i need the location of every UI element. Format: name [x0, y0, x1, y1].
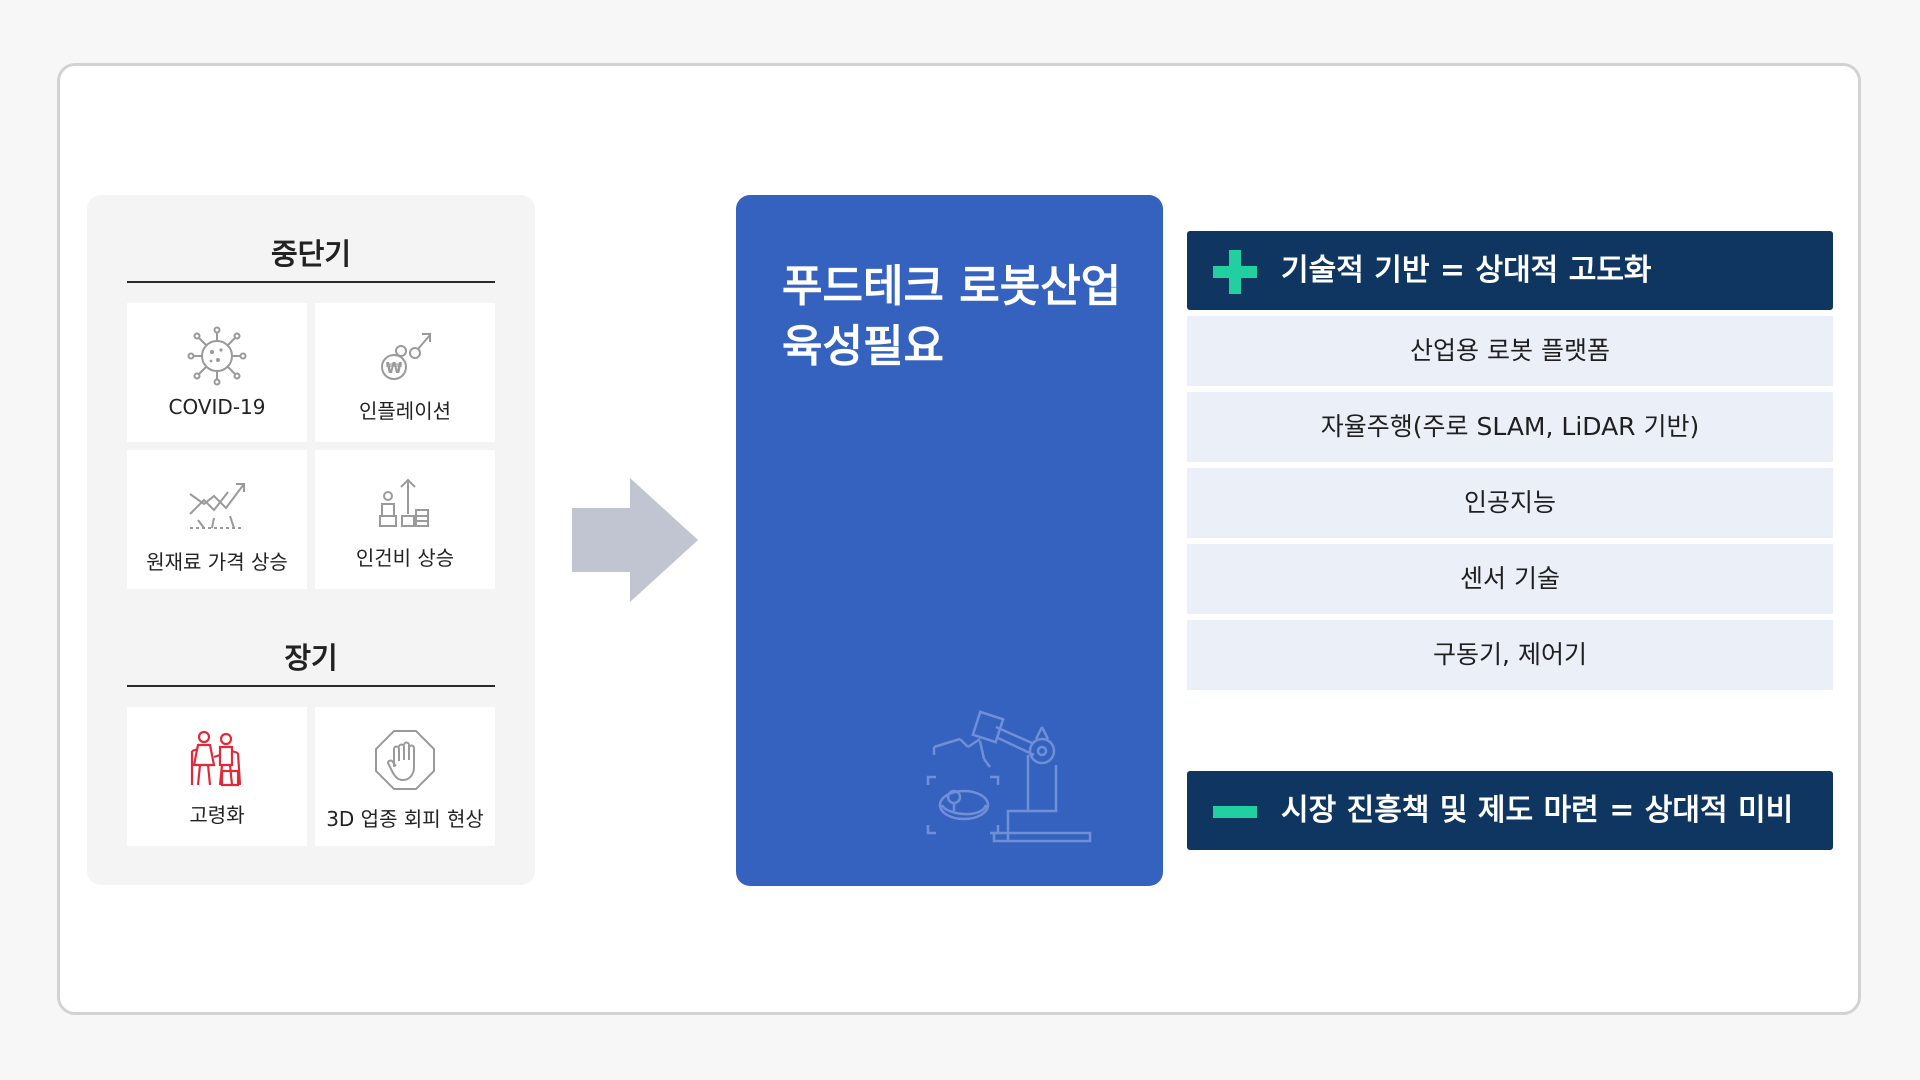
- conclusion-title-line2: 육성필요: [782, 321, 944, 372]
- tech-item: 산업용 로봇 플랫폼: [1187, 316, 1833, 386]
- card-label: 고령화: [189, 803, 245, 827]
- tech-item: 센서 기술: [1187, 544, 1833, 614]
- section-divider: [127, 685, 495, 687]
- conclusion-box: 푸드테크 로봇산업 육성필요: [736, 195, 1163, 886]
- right-arrow-icon: [572, 478, 698, 602]
- tech-item: 자율주행(주로 SLAM, LiDAR 기반): [1187, 392, 1833, 462]
- inflation-icon: ₩: [381, 333, 431, 380]
- card-raw-material-price: 원재료 가격 상승: [127, 450, 307, 589]
- robot-arm-icon: [926, 710, 1092, 843]
- section-title-long-term: 장기: [284, 641, 338, 675]
- section-title-short-mid-term: 중단기: [270, 237, 352, 271]
- tech-item: 구동기, 제어기: [1187, 620, 1833, 690]
- labor-cost-icon: [379, 478, 429, 527]
- svg-text:₩: ₩: [386, 359, 403, 377]
- drivers-panel: 중단기 COVID-19: [87, 195, 535, 885]
- elderly-icon: [190, 730, 242, 787]
- plus-header-text: 기술적 기반 = 상대적 고도화: [1281, 253, 1652, 288]
- card-label: 인건비 상승: [355, 546, 455, 570]
- card-label: 3D 업종 회피 현상: [326, 807, 484, 831]
- minus-header: 시장 진흥책 및 제도 마련 = 상대적 미비: [1187, 771, 1833, 850]
- conclusion-title: 푸드테크 로봇산업 육성필요: [782, 257, 1142, 377]
- card-aging: 고령화: [127, 707, 307, 846]
- virus-icon: [187, 326, 247, 386]
- card-label: 인플레이션: [359, 399, 451, 423]
- card-label: 원재료 가격 상승: [146, 550, 288, 574]
- card-3d-job-avoidance: 3D 업종 회피 현상: [315, 707, 495, 846]
- section-divider: [127, 281, 495, 283]
- price-rise-chart-icon: [189, 483, 245, 529]
- card-covid: COVID-19: [127, 303, 307, 442]
- tech-item: 인공지능: [1187, 468, 1833, 538]
- minus-icon: [1213, 806, 1257, 818]
- card-labor-cost: 인건비 상승: [315, 450, 495, 589]
- stop-hand-icon: [375, 730, 435, 790]
- minus-header-text: 시장 진흥책 및 제도 마련 = 상대적 미비: [1281, 793, 1794, 828]
- plus-header: 기술적 기반 = 상대적 고도화: [1187, 231, 1833, 310]
- card-label: COVID-19: [168, 395, 266, 419]
- conclusion-title-line1: 푸드테크 로봇산업: [782, 261, 1122, 312]
- card-inflation: ₩ 인플레이션: [315, 303, 495, 442]
- plus-icon: [1213, 250, 1257, 294]
